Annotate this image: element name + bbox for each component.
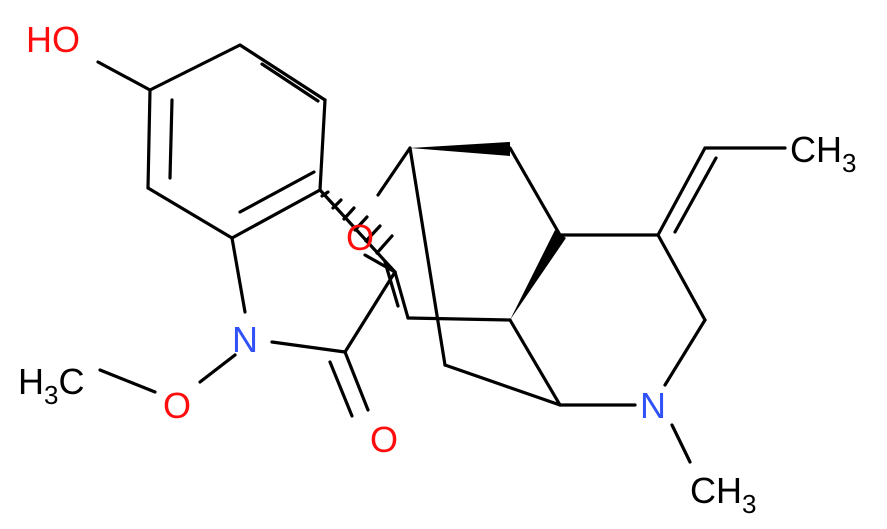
methyl-top-label: CH3 [790,129,856,178]
o-ch3-bond [98,368,157,394]
methoxy-methyl-label: H3C [18,361,84,410]
wedge-bond-top [410,142,510,156]
carbonyl-bond-1 [343,350,370,412]
spiro-hash-wedge [320,190,394,255]
hydroxyl-bond [96,60,152,92]
lactam-ring [230,188,397,354]
methyl-bottom-label: CH3 [690,470,756,519]
benzene-ring [146,43,327,240]
lactam-nitrogen-label: N [232,319,258,360]
cage-framework [363,146,707,464]
methoxy-oxygen-label: O [163,385,191,426]
n-o-bond [198,353,237,384]
carbonyl-bond-2 [328,360,354,418]
ring-oxygen-label: O [346,217,374,258]
ethylidene-bond-2 [673,156,718,234]
hydroxyl-label: HO [26,19,80,60]
carbonyl-oxygen-label: O [370,419,398,460]
amine-nitrogen-label: N [640,385,666,426]
ethylidene-bond-1 [656,146,707,237]
wedge-bond-mid [510,230,566,320]
